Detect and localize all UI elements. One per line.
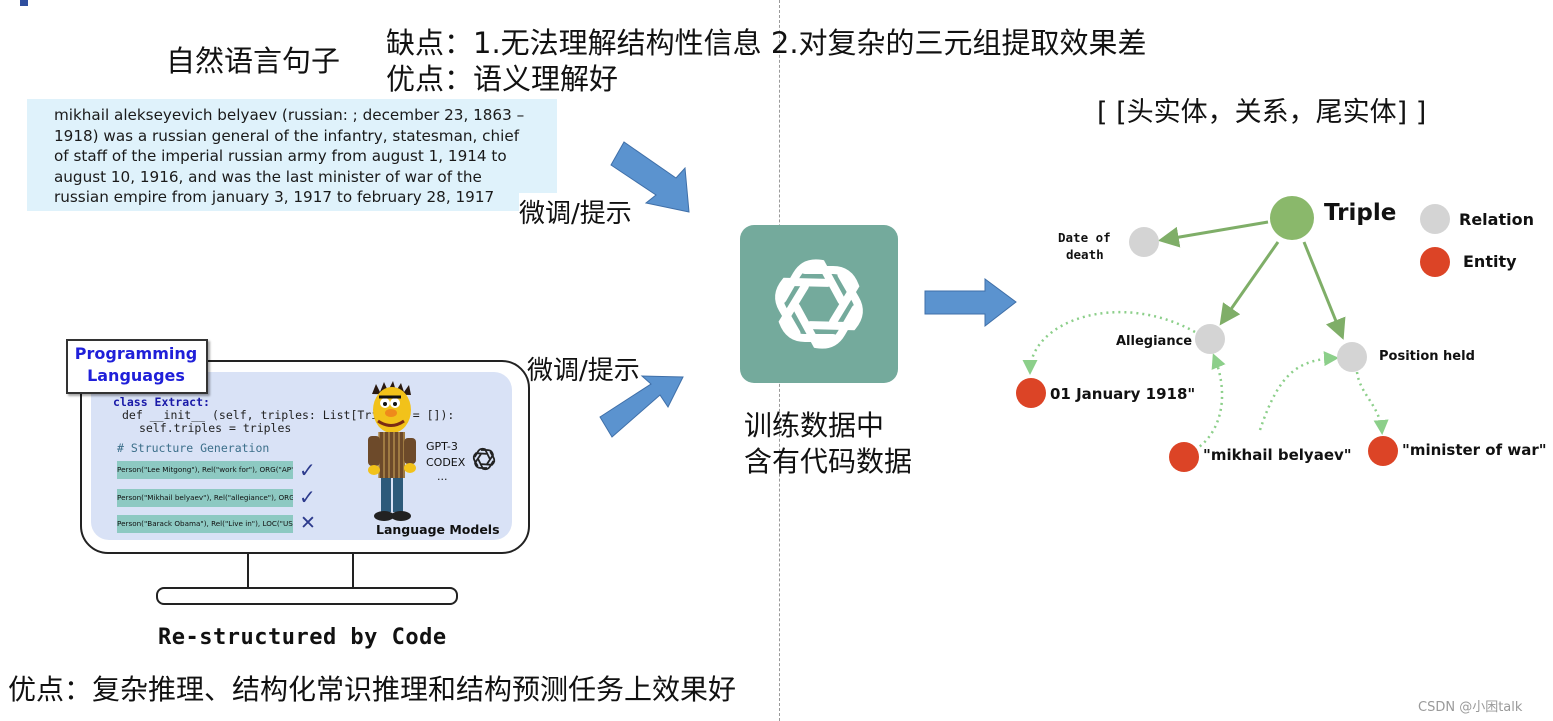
relation-node-dod (1129, 227, 1159, 257)
code-pros-text: 优点：复杂推理、结构化常识推理和结构预测任务上效果好 (8, 673, 737, 706)
monitor-screen (91, 372, 512, 540)
language-models-label: Language Models (376, 522, 500, 537)
model-name-gpt3: GPT-3 (426, 440, 458, 453)
monitor-neck (352, 553, 354, 587)
edge-position-minister (1355, 371, 1389, 435)
natural-language-title: 自然语言句子 (166, 44, 341, 78)
edge-triple-position (1302, 241, 1346, 340)
edge-allegiance-date (1022, 310, 1196, 375)
check-icon: ✓ (299, 458, 316, 482)
edge-mikhail-allegiance (1194, 353, 1226, 452)
sentence-line: of staff of the imperial russian army fr… (54, 147, 507, 165)
model-name-more: ... (437, 470, 448, 483)
relation-node-position (1337, 342, 1367, 372)
date-of-death-label: death (1066, 247, 1104, 262)
code-line: class Extract: (113, 395, 210, 409)
model-name-codex: CODEX (426, 456, 466, 469)
minister-label: "minister of war" (1402, 441, 1547, 459)
code-comment: # Structure Generation (117, 441, 270, 455)
triple-label: Triple (1324, 200, 1397, 226)
code-line: def __init__ (self, triples: List[Triple… (122, 408, 455, 422)
sentence-line: mikhail alekseyevich belyaev (russian: ;… (54, 106, 525, 124)
finetune-label-top: 微调/提示 (519, 193, 632, 230)
training-text-line2: 含有代码数据 (744, 445, 913, 478)
legend-entity-node (1420, 247, 1450, 277)
restructured-by-code-label: Re-structured by Code (158, 625, 447, 650)
structure-row: Person("Barack Obama"), Rel("Live in"), … (117, 515, 293, 533)
sentence-line: russian empire from january 3, 1917 to f… (54, 188, 495, 206)
monitor-neck (247, 553, 249, 587)
structure-row: Person("Mikhail belyaev"), Rel("allegian… (117, 489, 293, 507)
sentence-box (27, 99, 557, 211)
legend-relation-label: Relation (1459, 210, 1534, 229)
position-held-label: Position held (1379, 349, 1475, 364)
sentence-text: mikhail alekseyevich belyaev (russian: ;… (54, 105, 550, 208)
programming-languages-line2: Languages (87, 366, 185, 385)
corner-mark (20, 0, 28, 6)
triple-format-label: [ [头实体，关系，尾实体] ] (1097, 97, 1427, 128)
legend-relation-node (1420, 204, 1450, 234)
pros-text: 优点：语义理解好 (386, 62, 619, 96)
entity-node-minister (1368, 436, 1398, 466)
programming-languages-box (66, 339, 208, 394)
allegiance-label: Allegiance (1116, 334, 1193, 349)
code-line: self.triples = triples (139, 421, 292, 435)
cross-icon: ✕ (300, 512, 316, 534)
entity-node-date (1016, 378, 1046, 408)
entity-node-mikhail (1169, 442, 1199, 472)
date-value-label: 01 January 1918" (1050, 385, 1196, 403)
date-of-death-label: Date of (1058, 230, 1111, 245)
edge-triple-allegiance (1219, 241, 1280, 326)
arrow-sentence-to-model-icon (610, 141, 690, 213)
cons-text: 缺点：1.无法理解结构性信息 2.对复杂的三元组提取效果差 (386, 26, 1147, 60)
training-text-line1: 训练数据中 (744, 409, 885, 442)
triple-node (1270, 196, 1314, 240)
relation-node-allegiance (1195, 324, 1225, 354)
arrow-code-to-model-icon (599, 375, 684, 438)
edge-triple-dod (1157, 220, 1269, 248)
watermark: CSDN @小困talk (1418, 700, 1523, 715)
programming-languages-line1: Programming (74, 344, 198, 363)
legend-entity-label: Entity (1463, 252, 1517, 271)
openai-logo-icon (740, 225, 898, 383)
finetune-label-bottom: 微调/提示 (527, 350, 640, 387)
check-icon: ✓ (299, 485, 316, 509)
mikhail-label: "mikhail belyaev" (1203, 446, 1352, 464)
sentence-line: august 10, 1916, and was the last minist… (54, 167, 482, 186)
arrow-model-to-graph-icon (924, 278, 1017, 328)
structure-row: Person("Lee Mitgong"), Rel("work for"), … (117, 461, 293, 479)
openai-small-icon (472, 447, 496, 471)
edge-mikhail-position (1258, 351, 1339, 431)
sentence-line: 1918) was a russian general of the infan… (54, 126, 520, 145)
bert-character-icon (368, 381, 416, 521)
monitor-base (156, 587, 458, 605)
